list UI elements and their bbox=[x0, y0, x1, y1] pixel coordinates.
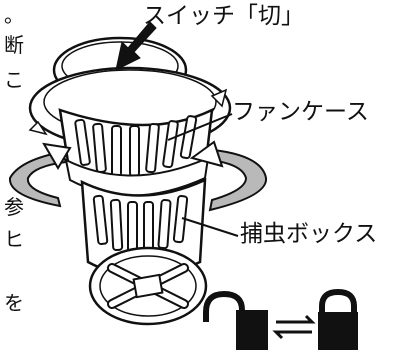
rotate-arrow-right bbox=[189, 140, 268, 212]
locked-padlock-icon bbox=[318, 288, 358, 350]
insect-box-body bbox=[80, 177, 208, 326]
fan-case-leader-line bbox=[167, 113, 233, 141]
switch-off-label: スイッチ「切」 bbox=[143, 3, 304, 29]
fan-case-label: ファンケース bbox=[232, 99, 369, 125]
edge-text-4: 参 bbox=[4, 195, 24, 219]
switch-pointer-arrow bbox=[115, 21, 157, 71]
insect-box-label: 捕虫ボックス bbox=[240, 221, 378, 247]
fan-case-body bbox=[58, 107, 214, 197]
edge-text-6: を bbox=[4, 291, 24, 315]
edge-text-2: 断 bbox=[4, 33, 24, 57]
unlocked-padlock-icon bbox=[203, 290, 268, 350]
rotate-arrow-left bbox=[8, 142, 72, 208]
insect-box-leader-line bbox=[181, 217, 239, 237]
two-way-arrow-icon bbox=[272, 314, 316, 340]
edge-text-3: こ bbox=[4, 68, 24, 92]
edge-text-1: 。 bbox=[4, 3, 24, 27]
edge-text-5: ヒ bbox=[4, 227, 24, 251]
